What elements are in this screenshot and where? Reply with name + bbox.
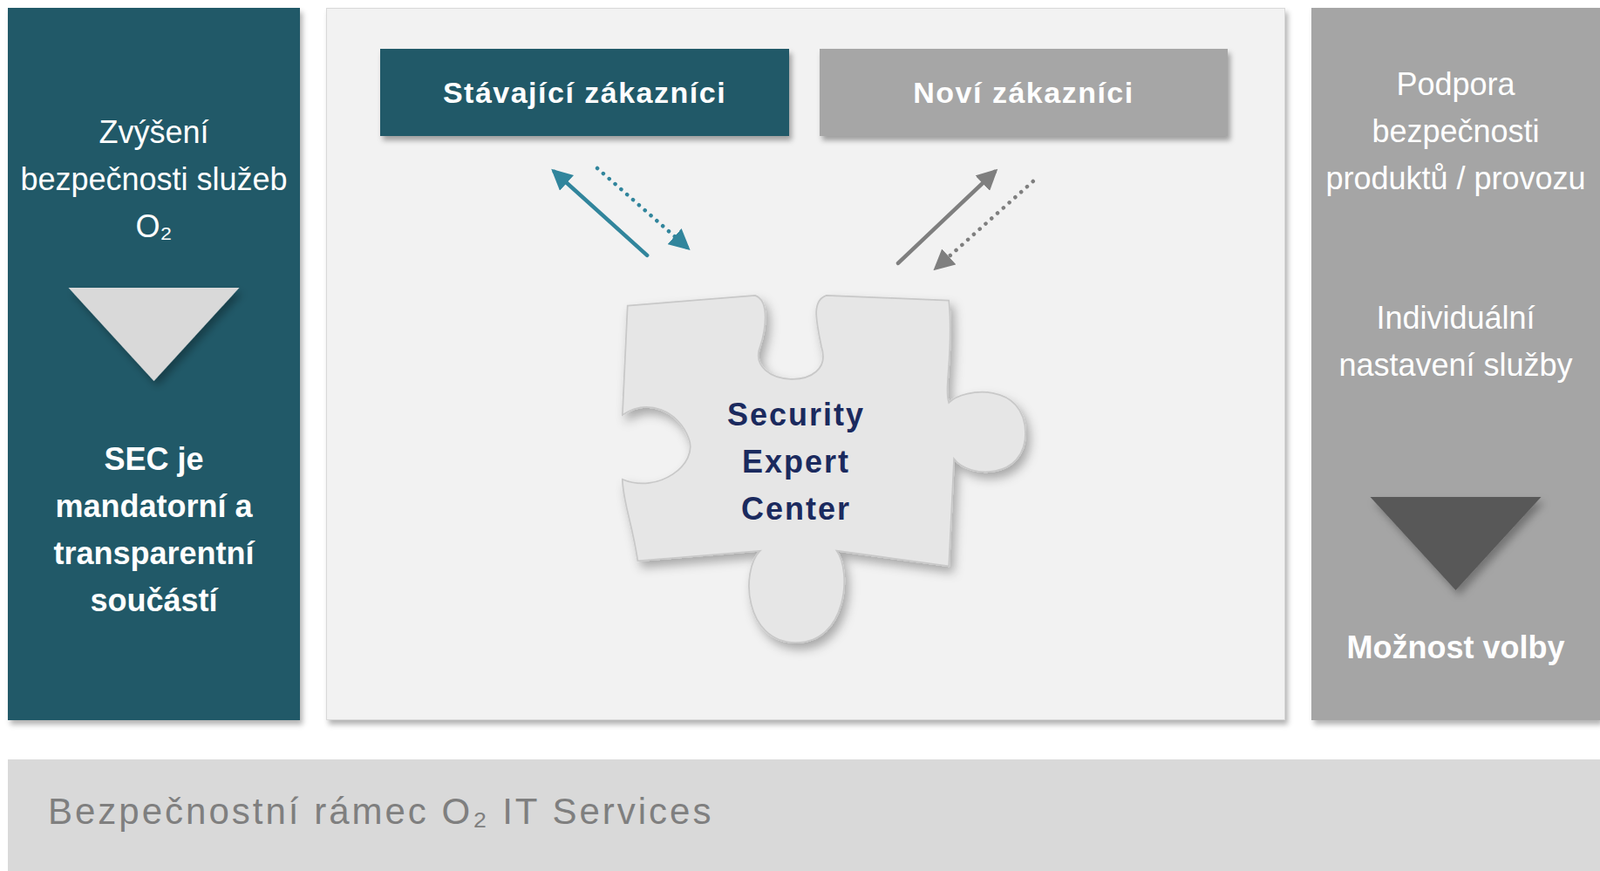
center-title: Security Expert Center [682, 391, 910, 533]
solid-arrow [554, 171, 647, 256]
puzzle-piece: Security Expert Center [617, 290, 1026, 648]
customer-box: Stávající zákazníci [380, 48, 790, 137]
solid-arrow [898, 171, 995, 264]
panel-text: Zvýšení bezpečnosti služeb O₂ [7, 108, 300, 251]
conclusion-text: Možnost volby [1311, 624, 1600, 672]
puzzle-shape [622, 295, 1026, 643]
panel-text: Individuální nastavení služby [1311, 294, 1600, 389]
dotted-arrow [936, 181, 1034, 268]
left-panel: Zvýšení bezpečnosti služeb O₂ SEC je mand… [7, 7, 300, 721]
dotted-arrow [597, 168, 688, 248]
framework-band: Bezpečnostní rámec O₂ IT Services [7, 759, 1600, 871]
box-title: Stávající zákazníci [442, 75, 727, 110]
right-panel: Podpora bezpečnosti produktů / provozuIn… [1311, 7, 1600, 721]
conclusion-text: SEC je mandatorní a transparentní součás… [7, 435, 300, 625]
customer-box: Noví zákazníci [819, 48, 1228, 137]
down-triangle [1370, 497, 1542, 591]
down-triangle [68, 287, 240, 382]
band-title: Bezpečnostní rámec O₂ IT Services [47, 790, 714, 833]
panel-text: Podpora bezpečnosti produktů / provozu [1311, 61, 1600, 203]
box-title: Noví zákazníci [912, 75, 1134, 110]
